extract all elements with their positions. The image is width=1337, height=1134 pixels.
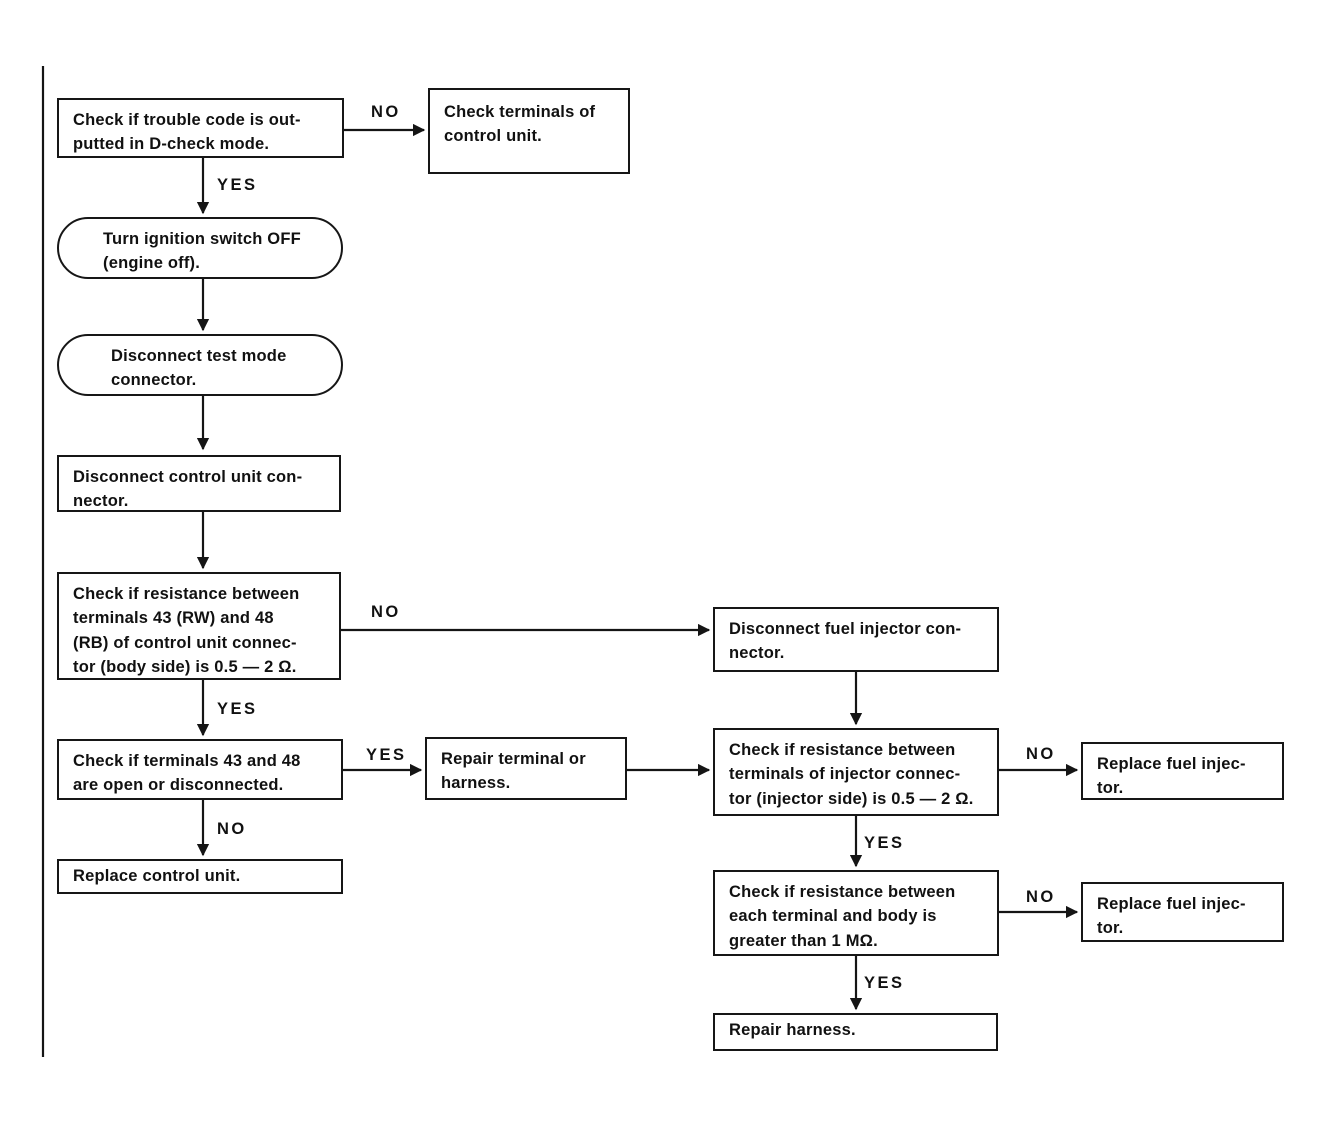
node-replace-fuel-injector-2: Replace fuel injec- tor.: [1081, 882, 1284, 942]
node-replace-control-unit: Replace control unit.: [57, 859, 343, 894]
node-check-terminals-open: Check if terminals 43 and 48 are open or…: [57, 739, 343, 800]
edge-label-yes: YES: [366, 746, 407, 764]
node-check-trouble-code: Check if trouble code is out- putted in …: [57, 98, 344, 158]
edge-label-no: NO: [1026, 888, 1056, 906]
node-disconnect-fuel-injector: Disconnect fuel injector con- nector.: [713, 607, 999, 672]
node-check-resistance-body: Check if resistance between each termina…: [713, 870, 999, 956]
edge-label-no: NO: [371, 603, 401, 621]
edge-label-yes: YES: [217, 176, 258, 194]
edge-label-yes: YES: [864, 974, 905, 992]
node-check-resistance-43-48: Check if resistance between terminals 43…: [57, 572, 341, 680]
node-check-resistance-injector: Check if resistance between terminals of…: [713, 728, 999, 816]
edge-label-no: NO: [217, 820, 247, 838]
edge-label-no: NO: [371, 103, 401, 121]
node-check-terminals-control-unit: Check terminals of control unit.: [428, 88, 630, 174]
edge-label-yes: YES: [217, 700, 258, 718]
edge-label-no: NO: [1026, 745, 1056, 763]
node-turn-ignition-off: Turn ignition switch OFF (engine off).: [57, 217, 343, 279]
node-disconnect-control-unit: Disconnect control unit con- nector.: [57, 455, 341, 512]
edge-label-yes: YES: [864, 834, 905, 852]
node-repair-harness: Repair harness.: [713, 1013, 998, 1051]
node-disconnect-test-mode: Disconnect test mode connector.: [57, 334, 343, 396]
node-replace-fuel-injector-1: Replace fuel injec- tor.: [1081, 742, 1284, 800]
node-repair-terminal-harness: Repair terminal or harness.: [425, 737, 627, 800]
